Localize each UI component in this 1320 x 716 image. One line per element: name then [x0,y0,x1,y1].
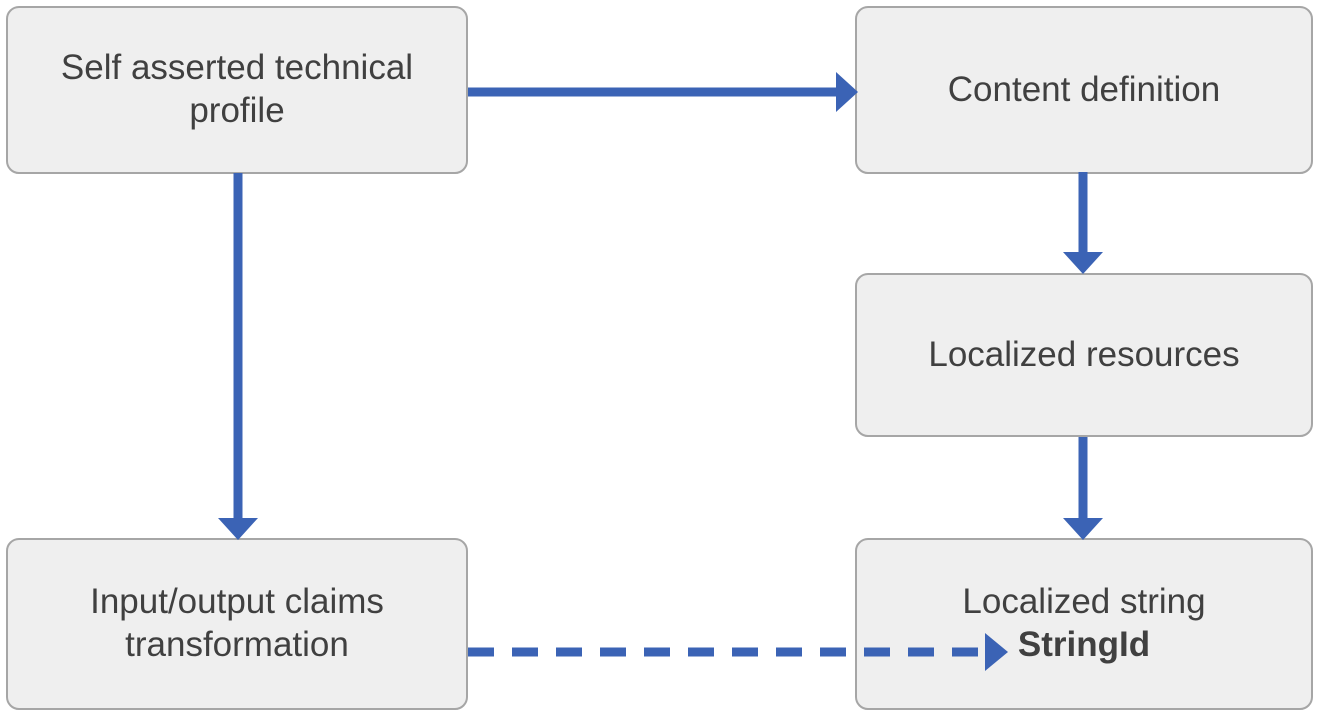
node-input-output-claims-transformation[interactable]: Input/output claims transformation [6,538,468,710]
connector-self-asserted-to-claims-transformation [218,173,258,540]
node-self-asserted-technical-profile[interactable]: Self asserted technical profile [6,6,468,174]
node-label: Self asserted technical profile [60,48,414,130]
node-label-line-1: Localized string [962,582,1206,622]
arrowhead-down-icon [1063,252,1103,274]
arrowhead-down-icon [218,518,258,540]
node-localized-resources[interactable]: Localized resources [855,273,1313,437]
connector-localized-resources-to-localized-string [1063,437,1103,540]
node-label: Input/output claims transformation [90,582,384,664]
arrowhead-down-icon [1063,518,1103,540]
connector-content-definition-to-localized-resources [1063,172,1103,274]
node-label-stack: Localized string StringId [869,581,1299,666]
connector-self-asserted-to-content-definition [468,72,858,112]
node-label: Localized resources [928,334,1240,374]
node-label: Content definition [947,69,1221,109]
node-label-line-2-stringid: StringId [1017,625,1151,664]
node-content-definition[interactable]: Content definition [855,6,1313,174]
node-localized-string[interactable]: Localized string StringId [855,538,1313,710]
